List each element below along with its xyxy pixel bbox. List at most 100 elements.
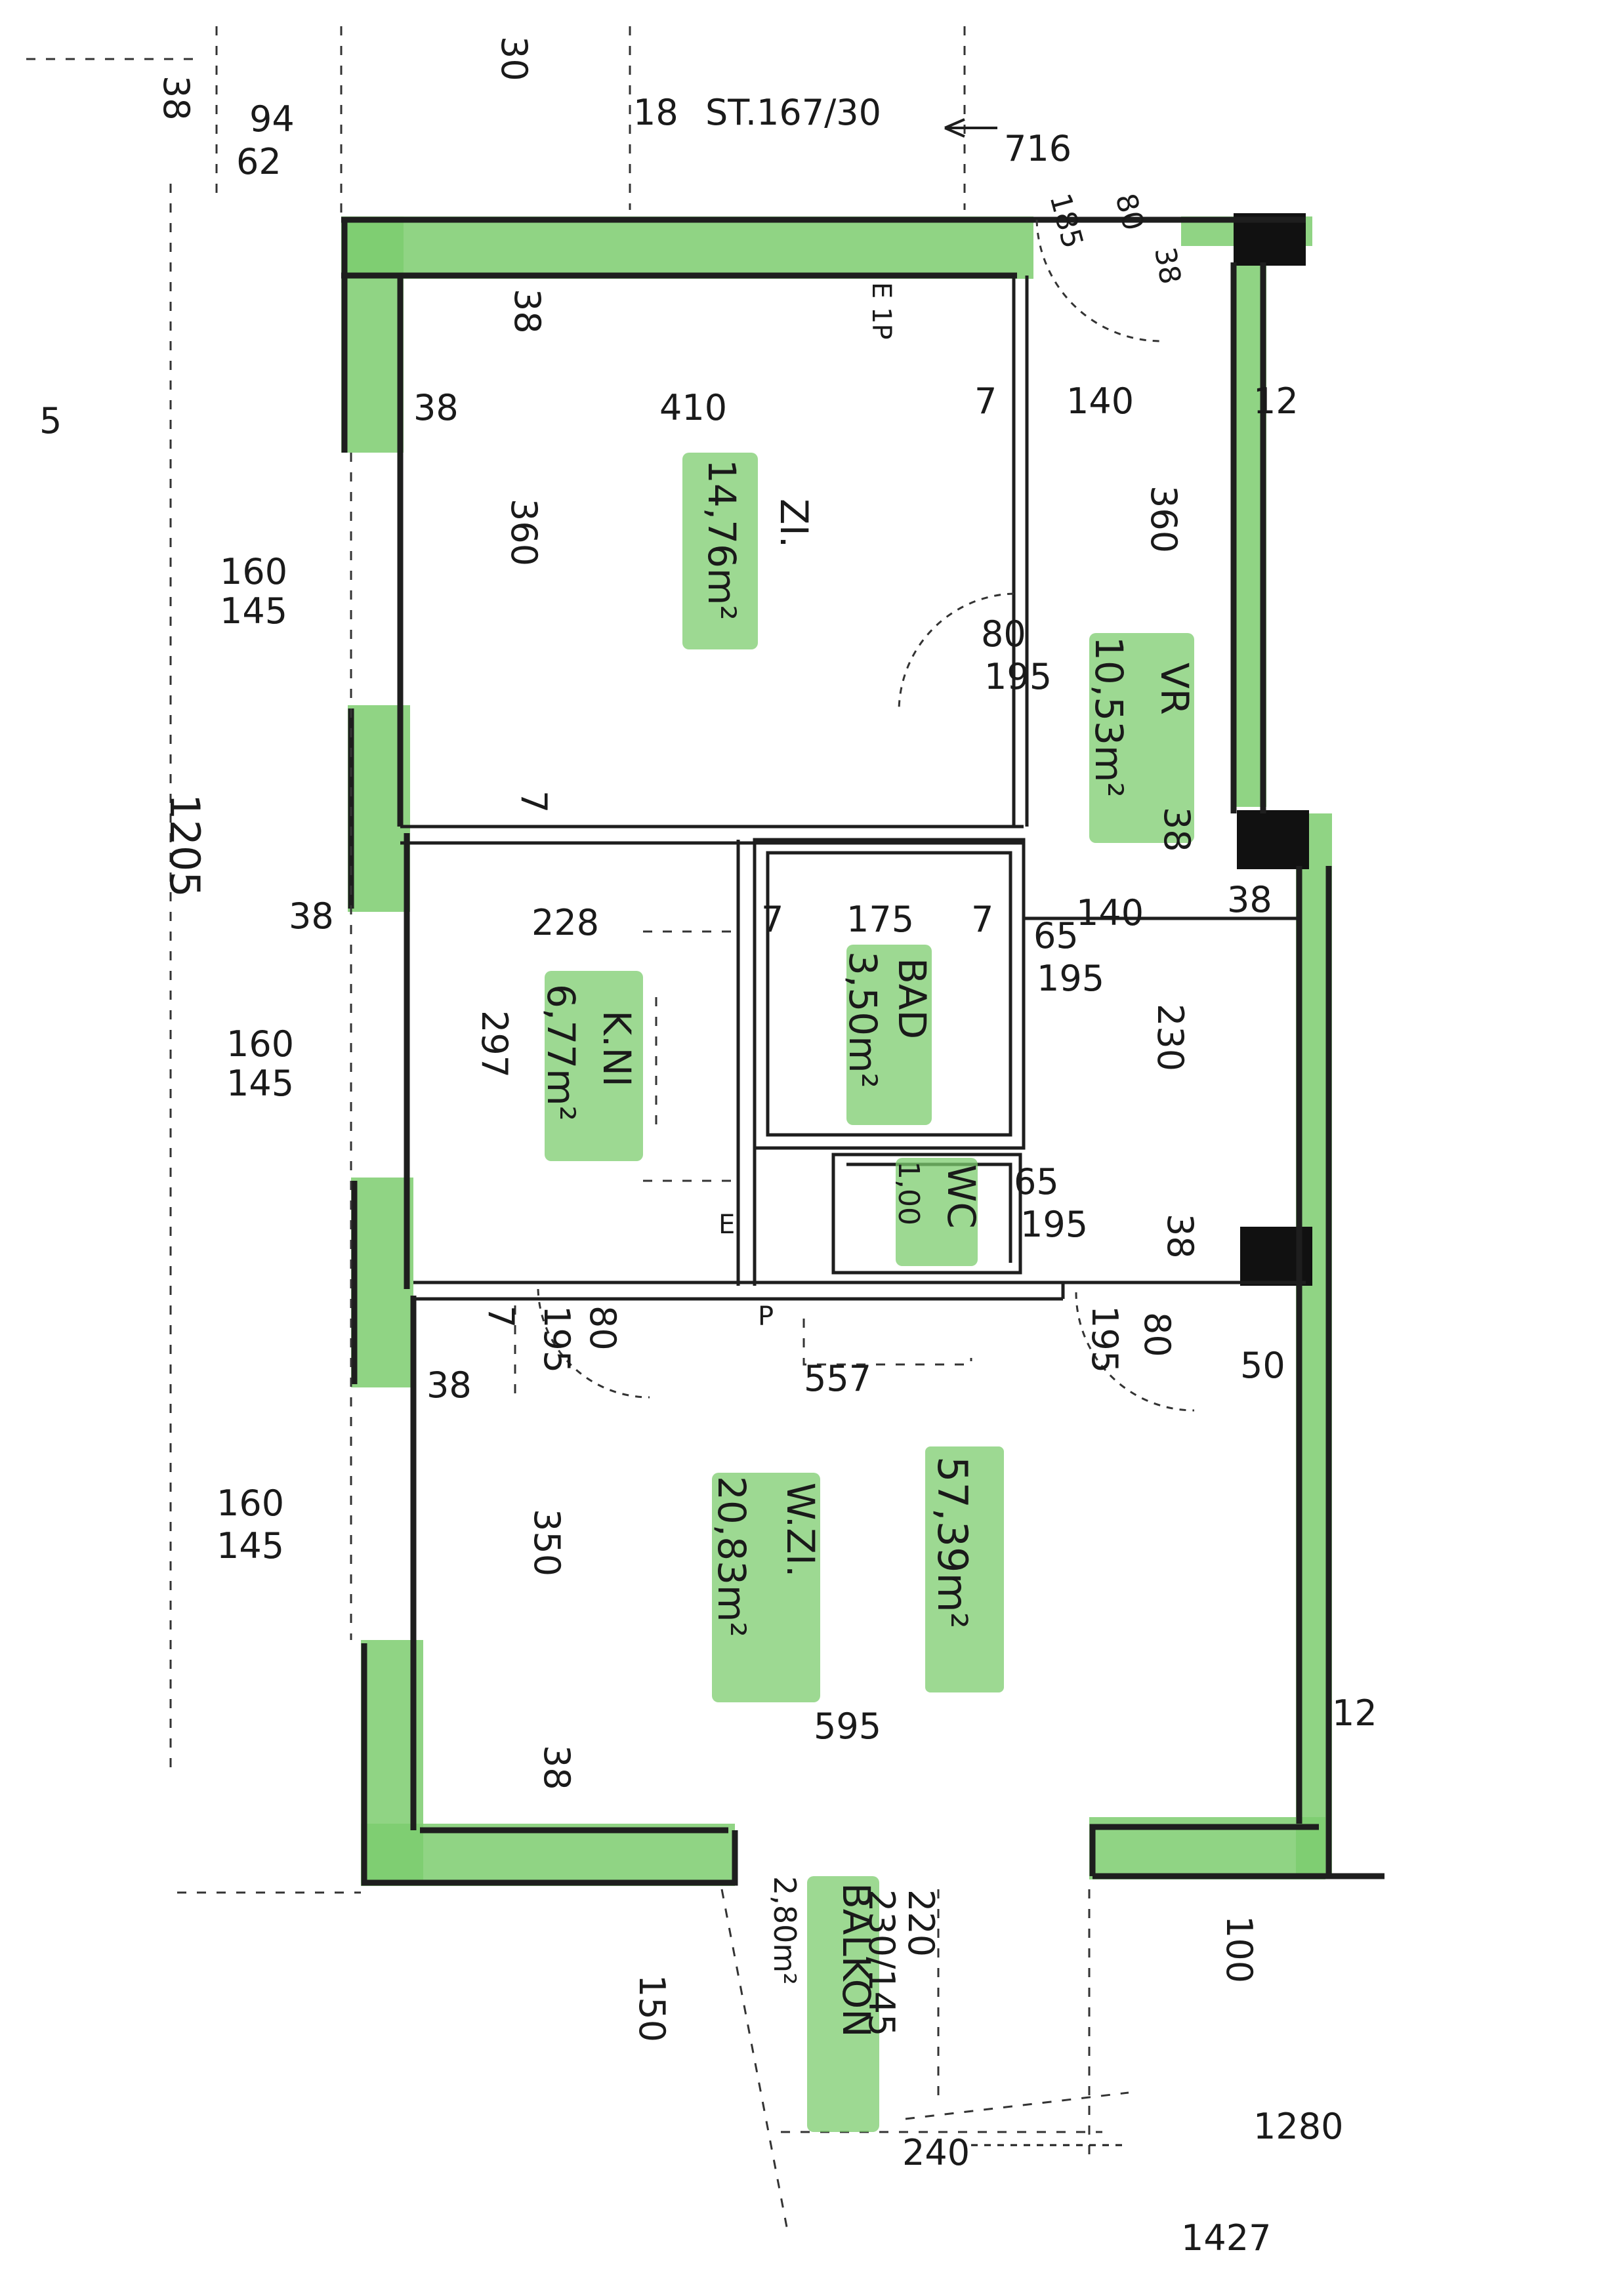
dim-80-c: 80	[1136, 1312, 1178, 1357]
label-dim-80-top: 80	[1108, 190, 1150, 234]
dim-zi-width: 410	[659, 387, 727, 428]
room-kn-area: 6,77m²	[539, 984, 583, 1121]
dim-38-g: 38	[1156, 807, 1197, 852]
mark-e: E	[718, 1210, 735, 1240]
label-dim-38-left: 38	[156, 75, 197, 121]
dim-150: 150	[631, 1975, 673, 2042]
window-2-width: 160	[226, 1023, 294, 1065]
window-1-height: 145	[220, 590, 287, 632]
room-balkon-area: 2,80m²	[767, 1876, 802, 1985]
dim-50: 50	[1240, 1345, 1285, 1386]
dim-38-c: 38	[289, 895, 334, 937]
room-vr-area: 10,53m²	[1087, 636, 1131, 798]
room-wzi-name: W.ZI.	[778, 1483, 823, 1577]
ref-bottom	[177, 1889, 1091, 2231]
hl-balkon	[807, 1876, 879, 2132]
dim-wzi-width-2: 557	[804, 1358, 871, 1399]
wall-top	[341, 216, 1033, 279]
dim-195-c: 195	[1020, 1204, 1088, 1245]
dim-100: 100	[1218, 1916, 1260, 1983]
dim-hall-140: 140	[1076, 892, 1144, 933]
wall-zi-vr	[1012, 276, 1029, 827]
wall-bottom-left	[361, 1824, 735, 1886]
dim-7-a: 7	[974, 380, 997, 422]
ref-left	[169, 184, 352, 1771]
dim-1427: 1427	[1181, 2217, 1271, 2259]
arrow-716	[944, 118, 997, 138]
dim-7-e: 7	[480, 1305, 522, 1328]
dim-zi-height: 360	[503, 499, 545, 566]
label-dim-716: 716	[1004, 128, 1072, 169]
dim-12-a: 12	[1253, 380, 1299, 422]
dim-80-b: 80	[582, 1305, 623, 1351]
label-dim-38-top: 38	[1148, 245, 1187, 287]
label-dim-1205: 1205	[161, 794, 209, 897]
dim-kn-width: 228	[531, 902, 599, 943]
mark-ip: E 1P	[866, 282, 896, 340]
outline-left-low	[351, 1181, 417, 1830]
wall-kn-bad	[736, 840, 757, 1286]
dim-220: 220	[900, 1889, 942, 1957]
room-bad-area: 3,50m²	[841, 951, 885, 1088]
hl-kn	[545, 971, 643, 1161]
wall-zi-bottom	[400, 825, 1024, 845]
dim-240: 240	[902, 2132, 970, 2173]
label-parcel-prefix: 18	[633, 92, 678, 133]
label-dim-62: 62	[236, 141, 281, 182]
dim-38-e: 38	[536, 1745, 577, 1790]
room-balkon-name: BALKON	[834, 1883, 879, 2038]
room-bad-name: BAD	[890, 958, 934, 1039]
dim-65-a: 65	[1033, 915, 1079, 956]
dim-195-b: 195	[1037, 958, 1104, 999]
door-vr-entry	[1035, 219, 1162, 342]
dim-195-e: 195	[1084, 1305, 1125, 1373]
hl-zi	[682, 453, 758, 649]
ref-wzi	[514, 1305, 972, 1404]
dim-7-c: 7	[761, 899, 783, 940]
dim-230-145: 230/145	[861, 1889, 902, 2036]
wall-bad-frame	[753, 838, 1026, 1150]
dim-bad-width: 175	[846, 899, 914, 940]
wall-wzi-top	[413, 1281, 1306, 1301]
hl-wc	[896, 1158, 978, 1266]
room-zi-area: 14,76m²	[699, 459, 744, 621]
hl-vr	[1089, 633, 1194, 843]
label-parcel: ST.167/30	[705, 92, 881, 133]
window-3-height: 145	[217, 1525, 284, 1567]
dim-wzi-height: 350	[526, 1509, 568, 1576]
dim-38-b: 38	[413, 387, 459, 428]
hl-total	[925, 1446, 1004, 1692]
dim-hall-230: 230	[1150, 1004, 1191, 1071]
dim-38-a: 38	[507, 289, 548, 334]
dim-65-b: 65	[1014, 1161, 1059, 1202]
dim-80-a: 80	[981, 613, 1026, 655]
dim-195-a: 195	[984, 656, 1052, 697]
outline-left-top	[341, 220, 404, 827]
room-vr-name: VR	[1152, 663, 1197, 715]
dim-38-h: 38	[1159, 1214, 1201, 1259]
room-wc-area: 1,00	[892, 1161, 925, 1225]
mark-p: P	[758, 1302, 774, 1332]
dim-7-b: 7	[513, 790, 554, 813]
outline-left-bottom	[361, 1643, 738, 1886]
dim-vr-width: 140	[1066, 380, 1134, 422]
outline-right	[1230, 262, 1332, 1876]
label-dim-30: 30	[493, 36, 535, 81]
window-2-height: 145	[226, 1063, 294, 1104]
outline-top	[341, 216, 1306, 279]
label-dim-94: 94	[249, 98, 295, 140]
ref-bad	[643, 930, 735, 1182]
ref-balcony	[781, 2091, 1129, 2133]
wall-top-left-pillar	[341, 216, 404, 453]
door-wzi-left	[537, 1288, 650, 1399]
hl-bad	[846, 945, 932, 1125]
room-wzi-area: 20,83m²	[709, 1476, 754, 1637]
dim-195-d: 195	[536, 1305, 577, 1373]
dim-vr-height: 360	[1143, 485, 1184, 553]
dim-wzi-width: 595	[814, 1706, 881, 1747]
hl-wzi	[712, 1473, 820, 1702]
column-mid-right	[1237, 810, 1309, 869]
dim-1280: 1280	[1253, 2106, 1343, 2147]
door-wzi-right	[1075, 1292, 1195, 1412]
